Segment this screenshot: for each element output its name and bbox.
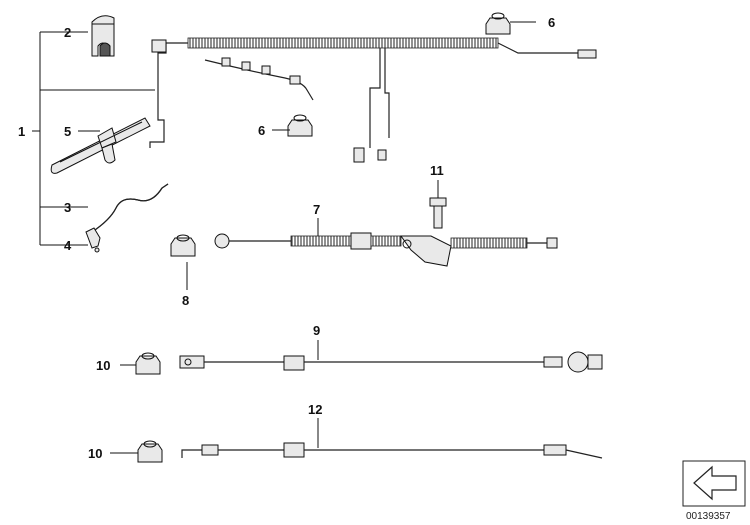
battery-cable-9: [179, 351, 603, 373]
cable-clip-part: [50, 117, 151, 174]
rubber-mount-part: [91, 15, 115, 57]
connector-cluster: [221, 57, 301, 85]
callout-7: 7: [313, 202, 320, 217]
leader-lines: [78, 21, 536, 454]
callout-12: 12: [308, 402, 322, 417]
callouts: 1 2 3 4 5 6 6 7 8 9 10 10 11 12: [18, 15, 555, 461]
nut-part: [135, 352, 161, 375]
nut-part: [137, 440, 163, 463]
elbow-fitting-part: [85, 227, 101, 253]
callout-1: 1: [18, 124, 25, 139]
battery-cable-12: [181, 442, 603, 459]
nut-part: [170, 234, 196, 257]
callout-10-upper: 10: [96, 358, 110, 373]
callout-11: 11: [430, 163, 444, 178]
left-arrow-icon[interactable]: [682, 460, 746, 507]
upper-wiring-harness: [149, 37, 597, 163]
callout-6-upper: 6: [548, 15, 555, 30]
callout-4: 4: [64, 238, 72, 253]
nut-part: [485, 12, 511, 35]
document-number: 00139357: [686, 511, 731, 522]
callout-6-lower: 6: [258, 123, 265, 138]
callout-3: 3: [64, 200, 71, 215]
callout-10-lower: 10: [88, 446, 102, 461]
nut-part: [287, 114, 313, 137]
callout-2: 2: [64, 25, 71, 40]
group-bracket: [32, 31, 155, 246]
bolt-part: [429, 197, 447, 229]
callout-9: 9: [313, 323, 320, 338]
callout-8: 8: [182, 293, 189, 308]
bent-hose-part: [91, 183, 169, 233]
battery-cable-7: [214, 232, 558, 267]
callout-5: 5: [64, 124, 71, 139]
